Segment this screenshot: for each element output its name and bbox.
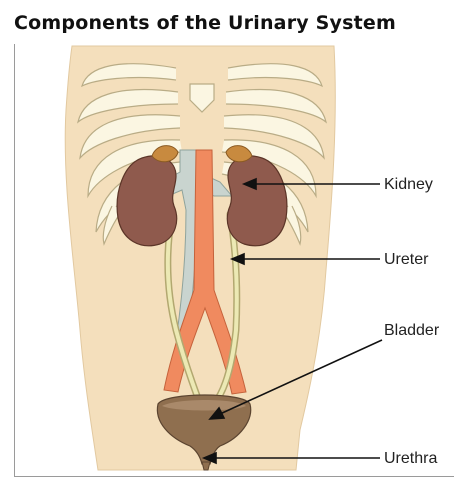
urethra [202, 462, 210, 470]
urethra-label: Urethra [384, 450, 437, 468]
bladder-label: Bladder [384, 322, 439, 340]
kidney-label: Kidney [384, 176, 433, 194]
ureter-label: Ureter [384, 251, 428, 269]
